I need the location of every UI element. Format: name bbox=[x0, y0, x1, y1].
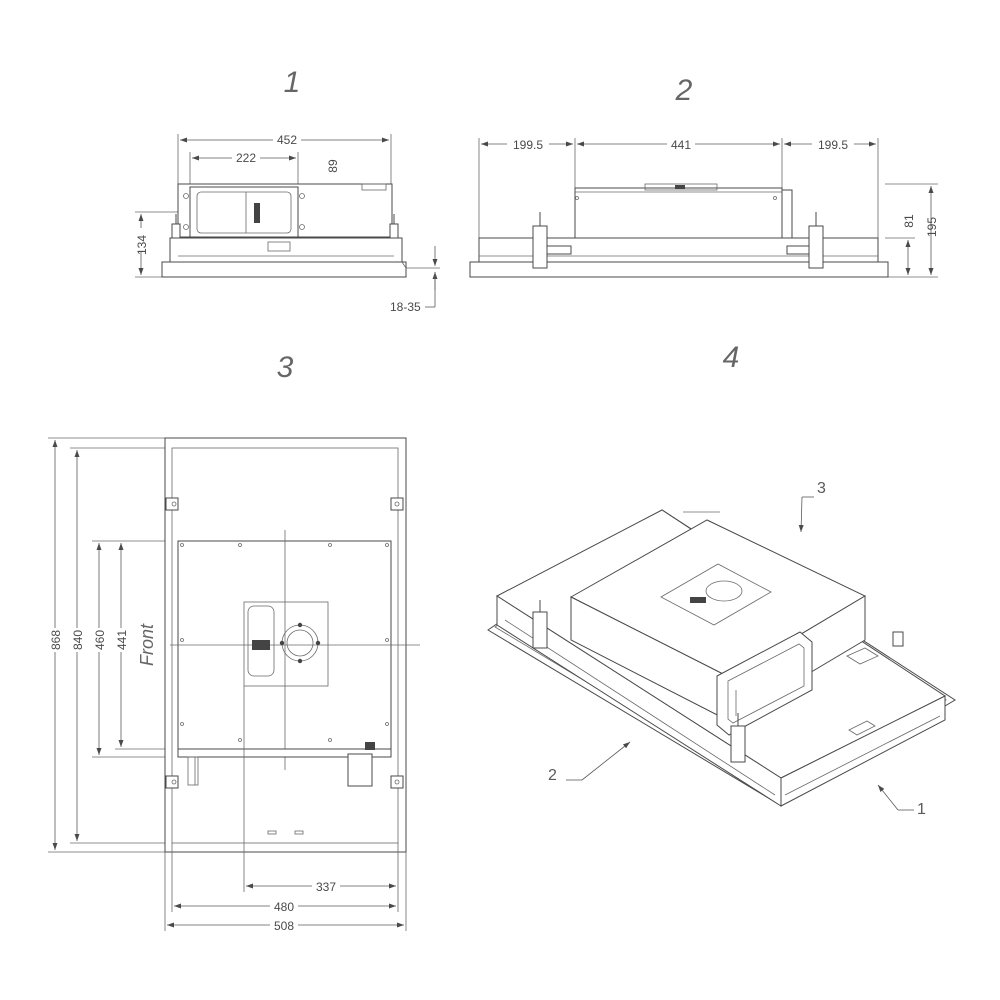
dim-337: 337 bbox=[316, 880, 336, 894]
callout-2: 2 bbox=[548, 767, 557, 784]
front-label: Front bbox=[137, 623, 157, 666]
view-2-side-elevation: 199.5 441 199.5 81 195 bbox=[469, 137, 939, 278]
dim-18-35: 18-35 bbox=[390, 300, 421, 314]
dim-134: 134 bbox=[135, 235, 149, 255]
view-4-isometric: 3 2 1 bbox=[487, 480, 956, 818]
dim-441-plan: 441 bbox=[115, 630, 129, 650]
dim-81: 81 bbox=[902, 214, 916, 228]
dim-460: 460 bbox=[93, 630, 107, 650]
dim-89: 89 bbox=[326, 159, 340, 173]
dim-222: 222 bbox=[236, 151, 256, 165]
view-number-2: 2 bbox=[675, 74, 693, 107]
dim-195: 195 bbox=[925, 217, 939, 237]
callout-1: 1 bbox=[917, 801, 926, 818]
view-number-1: 1 bbox=[284, 66, 301, 99]
view-number-4: 4 bbox=[723, 341, 740, 374]
dim-441-side: 441 bbox=[671, 138, 691, 152]
dim-508: 508 bbox=[274, 919, 294, 933]
view-3-plan-view: 868 840 460 441 Front bbox=[48, 437, 420, 933]
dim-868: 868 bbox=[49, 630, 63, 650]
view-1-front-elevation: 452 222 89 134 18-35 bbox=[135, 132, 440, 314]
dim-480: 480 bbox=[274, 900, 294, 914]
view-number-3: 3 bbox=[277, 351, 294, 384]
dim-199-5-left: 199.5 bbox=[513, 138, 543, 152]
dim-199-5-right: 199.5 bbox=[818, 138, 848, 152]
callout-3: 3 bbox=[817, 480, 826, 497]
dim-840: 840 bbox=[71, 630, 85, 650]
dim-452: 452 bbox=[277, 133, 297, 147]
